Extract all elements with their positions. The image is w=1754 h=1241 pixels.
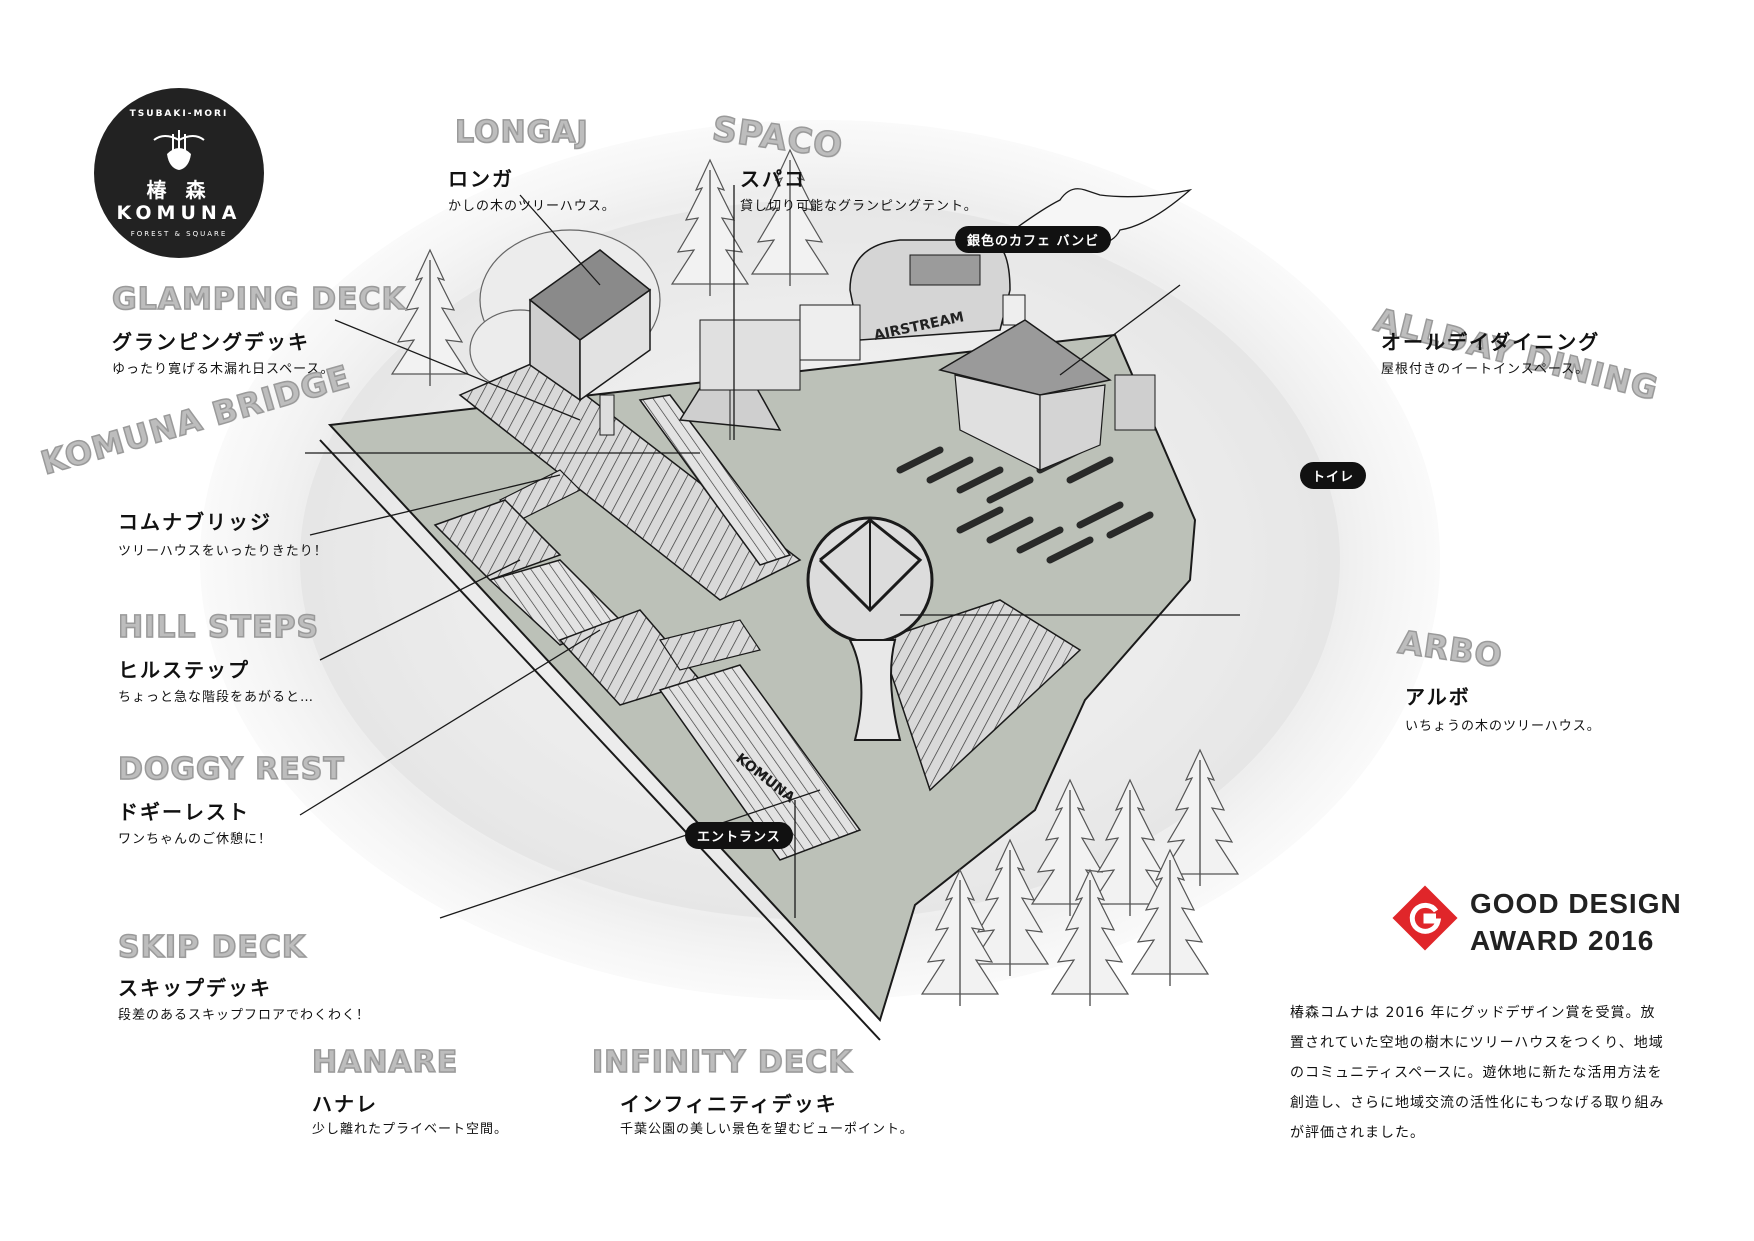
infinity-jp-title: インフィニティデッキ bbox=[620, 1092, 838, 1116]
longaj-en-title: LONGAJ bbox=[454, 114, 589, 151]
logo-top-text: TSUBAKI-MORI bbox=[129, 109, 229, 119]
spaco-tent bbox=[678, 319, 801, 440]
bridge-jp-title: コムナブリッジ bbox=[118, 510, 272, 534]
longaj-desc: かしの木のツリーハウス。 bbox=[448, 199, 616, 214]
infinity-desc: 千葉公園の美しい景色を望むビューポイント。 bbox=[620, 1122, 914, 1137]
entrance-deck bbox=[658, 664, 862, 861]
skip-desc: 段差のあるスキップフロアでわくわく！ bbox=[118, 1008, 371, 1023]
hill-en-title: HILL STEPS bbox=[117, 609, 320, 646]
logo-kanji: 椿 森 bbox=[146, 178, 212, 202]
award-line2: AWARD 2016 bbox=[1470, 925, 1655, 956]
infinity-en-title: INFINITY DECK bbox=[591, 1044, 853, 1081]
spaco-desc: 貸し切り可能なグランピングテント。 bbox=[740, 199, 978, 214]
arbo-desc: いちょうの木のツリーハウス。 bbox=[1405, 719, 1601, 734]
entrance-tag: エントランス bbox=[685, 822, 793, 849]
award-title: GOOD DESIGN AWARD 2016 bbox=[1470, 885, 1682, 959]
toilet-tag: トイレ bbox=[1300, 462, 1367, 489]
allday-dining-pavilion bbox=[938, 319, 1156, 471]
glamping-jp-title: グランピングデッキ bbox=[112, 330, 310, 354]
logo-sub: FOREST & SQUARE bbox=[130, 230, 228, 238]
infinity-deck bbox=[879, 599, 1082, 792]
award-description: 椿森コムナは 2016 年にグッドデザイン賞を受賞。放置されていた空地の樹木にツ… bbox=[1290, 1005, 1665, 1141]
skip-jp-title: スキップデッキ bbox=[118, 976, 272, 1000]
glamping-en-title: GLAMPING DECK bbox=[111, 281, 406, 318]
doggy-deck bbox=[433, 499, 562, 581]
doggy-jp-title: ドギーレスト bbox=[118, 800, 250, 824]
award-line1: GOOD DESIGN bbox=[1470, 888, 1682, 919]
leader-lines bbox=[299, 185, 1240, 919]
skip-en-title: SKIP DECK bbox=[117, 929, 307, 966]
bridge-desc: ツリーハウスをいったりきたり！ bbox=[118, 544, 328, 559]
doggy-desc: ワンちゃんのご休憩に！ bbox=[118, 832, 273, 847]
hanare-en-title: HANARE bbox=[311, 1044, 459, 1081]
allday-jp-title: オールデイダイニング bbox=[1381, 330, 1601, 354]
g-mark-icon bbox=[1392, 885, 1458, 951]
doggy-en-title: DOGGY REST bbox=[117, 751, 345, 788]
komuna-logo: TSUBAKI-MORI 椿 森 KOMUNA FOREST & SQUARE bbox=[94, 88, 264, 258]
longaj-treehouse bbox=[528, 249, 652, 436]
bridge bbox=[638, 394, 792, 566]
hanare-jp-title: ハナレ bbox=[312, 1092, 378, 1116]
arbo-treehouse bbox=[806, 516, 934, 741]
arbo-jp-title: アルボ bbox=[1405, 685, 1471, 709]
hill-jp-title: ヒルステップ bbox=[118, 658, 250, 682]
glamping-deck bbox=[458, 359, 802, 601]
logo-name: KOMUNA bbox=[116, 202, 242, 224]
cafe-tag: 銀色のカフェ バンビ bbox=[955, 226, 1112, 253]
hanare-desc: 少し離れたプライベート空間。 bbox=[312, 1122, 509, 1137]
allday-desc: 屋根付きのイートインスペース。 bbox=[1381, 362, 1590, 377]
camellia-icon bbox=[153, 130, 205, 170]
glamping-desc: ゆったり寛げる木漏れ日スペース。 bbox=[112, 362, 335, 377]
hill-desc: ちょっと急な階段をあがると… bbox=[118, 690, 315, 705]
spaco-jp-title: スパコ bbox=[740, 167, 806, 191]
longaj-jp-title: ロンガ bbox=[448, 167, 514, 191]
